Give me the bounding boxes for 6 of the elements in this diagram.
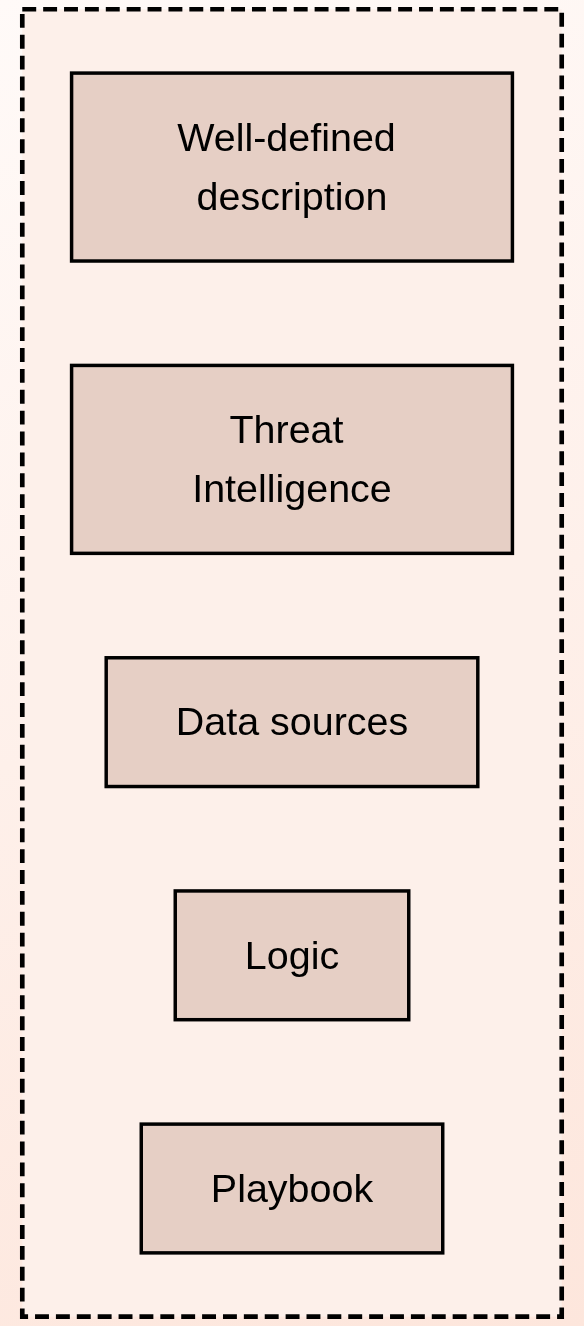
node-box: Well-defined description	[69, 71, 515, 263]
node-box: Data sources	[104, 656, 480, 789]
node-box: Logic	[173, 889, 411, 1022]
node-box: Threat Intelligence	[69, 363, 515, 556]
cluster	[19, 7, 565, 1319]
node-box: Playbook	[139, 1122, 445, 1255]
